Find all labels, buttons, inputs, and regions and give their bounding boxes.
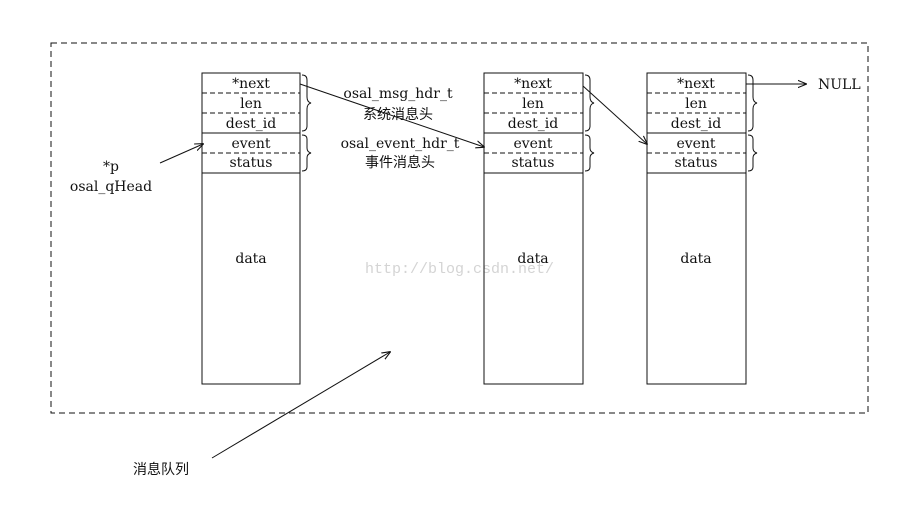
field-next: *next: [514, 76, 552, 92]
message-block-2: *next len dest_id event status data: [483, 72, 595, 385]
field-data: data: [517, 251, 548, 267]
field-dest-id: dest_id: [508, 116, 559, 132]
field-next: *next: [232, 76, 270, 92]
field-len: len: [522, 96, 544, 112]
event-hdr-caption: 事件消息头: [365, 154, 435, 171]
field-status: status: [675, 155, 718, 171]
queue-frame: [50, 42, 869, 414]
field-data: data: [680, 251, 711, 267]
pointer-label: *p: [103, 159, 119, 175]
head-pointer-arrow: [159, 144, 203, 164]
brace-event-hdr: [747, 134, 758, 172]
msg-hdr-caption: 系统消息头: [363, 106, 433, 123]
message-block-1: *next len dest_id event status data: [201, 72, 312, 385]
next-arrow-1-to-2: [299, 83, 484, 147]
msg-hdr-label: osal_msg_hdr_t: [343, 86, 453, 102]
brace-event-hdr: [584, 134, 595, 172]
brace-msg-hdr: [301, 74, 312, 132]
watermark: http://blog.csdn.net/: [365, 261, 554, 278]
field-event: event: [676, 136, 715, 152]
brace-msg-hdr: [747, 74, 758, 132]
field-status: status: [230, 155, 273, 171]
field-status: status: [512, 155, 555, 171]
field-len: len: [685, 96, 707, 112]
head-label: osal_qHead: [70, 179, 152, 195]
field-event: event: [231, 136, 270, 152]
queue-label-arrow: [211, 352, 390, 459]
brace-event-hdr: [301, 134, 312, 172]
message-block-3: *next len dest_id event status data: [646, 72, 758, 385]
null-label: NULL: [818, 77, 861, 93]
field-dest-id: dest_id: [226, 116, 277, 132]
field-event: event: [513, 136, 552, 152]
field-dest-id: dest_id: [671, 116, 722, 132]
next-arrow-2-to-3: [582, 85, 647, 144]
queue-label: 消息队列: [133, 461, 189, 478]
brace-msg-hdr: [584, 74, 595, 132]
event-hdr-label: osal_event_hdr_t: [341, 136, 460, 152]
field-next: *next: [677, 76, 715, 92]
field-data: data: [235, 251, 266, 267]
field-len: len: [240, 96, 262, 112]
